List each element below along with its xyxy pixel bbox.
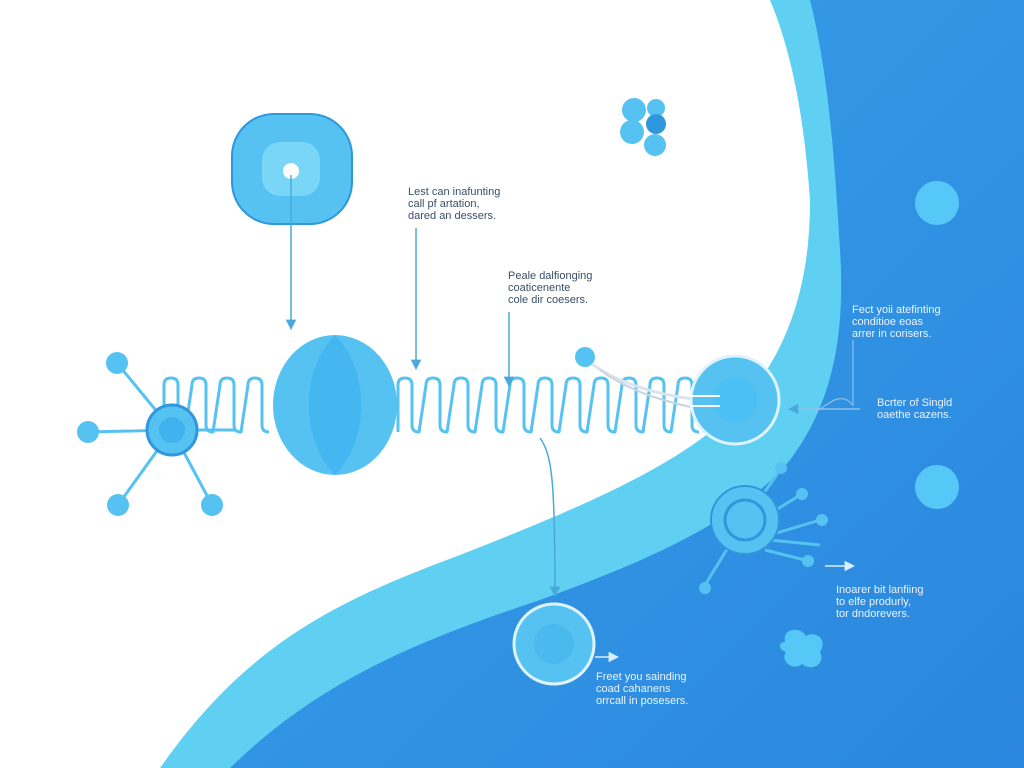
- docking-cell-core: [713, 378, 757, 422]
- molecule-dot: [646, 114, 666, 134]
- caption-network: Inoarer bit lanfiing to elfe produrly, t…: [836, 584, 923, 620]
- floating-dot: [915, 181, 959, 225]
- receptor-node-inner: [159, 417, 185, 443]
- deep-blue-wave: [230, 0, 1024, 768]
- molecule-dot: [644, 134, 666, 156]
- caption-line: dared an dessers.: [408, 210, 497, 222]
- caption-line: to elfe produrly,: [836, 596, 912, 608]
- molecule-dot: [620, 120, 644, 144]
- network-tip: [796, 488, 808, 500]
- caption-line: Bcrter of Singld: [877, 397, 953, 409]
- caption-line: coad cahanens: [596, 683, 671, 695]
- caption-lower-cell: Freet you sainding coad cahanens orrcall…: [596, 671, 688, 707]
- receptor-node-tip: [106, 352, 128, 374]
- lower-cell-core: [534, 624, 574, 664]
- network-tip: [802, 555, 814, 567]
- vesicle-square-dot: [283, 163, 299, 179]
- molecule-dot: [622, 98, 646, 122]
- caption-line: conditioe eoas: [852, 316, 923, 328]
- ligand-dot: [575, 347, 595, 367]
- caption-line: Peale dalfionging: [508, 270, 593, 282]
- caption-line: call pf artation,: [408, 198, 480, 210]
- caption-line: Freet you sainding: [596, 671, 687, 683]
- callout-arrow: [539, 437, 561, 598]
- caption-docking: Bcrter of Singld oaethe cazens.: [877, 397, 952, 421]
- caption-membrane: Peale dalfionging coaticenente cole dir …: [508, 270, 592, 306]
- network-tip: [816, 514, 828, 526]
- caption-line: Lest can inafunting: [408, 186, 501, 198]
- molecule-dot: [647, 99, 665, 117]
- network-tip: [775, 462, 787, 474]
- caption-line: orrcall in posesers.: [596, 695, 689, 707]
- caption-line: coaticenente: [508, 282, 571, 294]
- caption-line: Inoarer bit lanfiing: [836, 584, 924, 596]
- membrane-coil: [162, 376, 700, 434]
- receptor-node-tip: [201, 494, 223, 516]
- channel-protein-divider: [308, 335, 362, 475]
- network-node-core: [710, 485, 780, 555]
- caption-line: cole dir coesers.: [508, 294, 589, 306]
- caption-vesicle: Lest can inafunting call pf artation, da…: [408, 186, 500, 222]
- network-node-ring: [723, 498, 767, 542]
- callout-bracket: [814, 340, 854, 413]
- receptor-node-tip: [77, 421, 99, 443]
- receptor-node-tip: [107, 494, 129, 516]
- caption-line: oaethe cazens.: [877, 409, 952, 421]
- caption-line: Fect yoii atefinting: [852, 304, 941, 316]
- blob-shape: [779, 629, 823, 668]
- floating-dot: [915, 465, 959, 509]
- network-tip: [699, 582, 711, 594]
- caption-line: tor dndorevers.: [836, 608, 910, 620]
- caption-upper-right: Fect yoii atefinting conditioe eoas arre…: [852, 304, 941, 340]
- caption-line: arrer in corisers.: [852, 328, 932, 340]
